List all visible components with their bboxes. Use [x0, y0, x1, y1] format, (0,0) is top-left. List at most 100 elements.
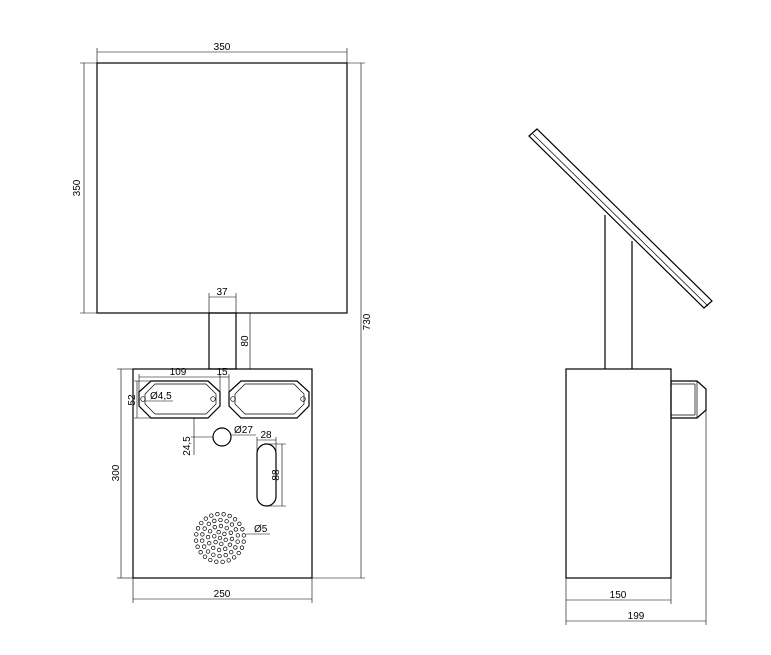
label-speaker-hole: Ø5: [254, 524, 268, 535]
speaker-hole: [213, 539, 218, 545]
dim-mount-hole: Ø4,5: [145, 391, 173, 402]
bracket-side: [670, 380, 707, 419]
speaker-hole: [205, 549, 211, 554]
speaker-hole: [208, 557, 213, 563]
dim-pole-height: 80: [236, 312, 312, 370]
label-total-depth: 199: [628, 611, 645, 622]
speaker-hole: [211, 545, 216, 551]
dim-base-height: 300: [111, 368, 133, 579]
speaker-hole: [214, 559, 219, 564]
speaker-hole: [202, 544, 207, 549]
dim-speaker-hole: Ø5: [246, 524, 270, 535]
center-hole: [212, 427, 232, 447]
dim-panel-height: 350: [72, 62, 97, 314]
speaker-hole: [241, 539, 246, 544]
speaker-hole: [239, 545, 245, 550]
speaker-hole: [202, 554, 208, 559]
speaker-hole: [233, 545, 238, 550]
label-panel-width: 350: [214, 42, 231, 53]
speaker-hole: [235, 533, 240, 538]
speaker-hole: [215, 511, 220, 517]
speaker-hole: [206, 521, 211, 527]
speaker-hole: [222, 531, 227, 537]
speaker-hole: [218, 517, 223, 523]
speaker-hole: [195, 544, 200, 549]
label-bracket-width: 109: [170, 367, 187, 378]
label-pole-height: 80: [240, 335, 251, 347]
speaker-hole: [236, 550, 241, 556]
solar-panel-front: [96, 62, 348, 314]
speaker-hole: [228, 530, 233, 535]
speaker-hole: [232, 555, 237, 560]
speaker-hole: [232, 517, 238, 522]
speaker-hole: [219, 541, 224, 546]
speaker-hole: [233, 527, 238, 532]
speaker-hole: [216, 530, 221, 535]
speaker-hole: [223, 537, 228, 542]
bracket-right: [228, 380, 310, 419]
cable-slot: [256, 443, 277, 507]
speaker-hole: [202, 526, 207, 531]
speaker-hole: [195, 526, 201, 531]
speaker-hole: [200, 532, 205, 537]
speaker-hole: [224, 525, 229, 531]
speaker-hole: [203, 516, 208, 521]
speaker-hole: [207, 541, 212, 546]
dim-bracket-height: 52: [127, 380, 151, 419]
solar-panel-side: [528, 128, 713, 309]
speaker-hole: [205, 534, 211, 540]
speaker-hole: [227, 542, 233, 547]
speaker-hole: [212, 534, 217, 539]
speaker-hole: [198, 550, 203, 555]
front-view: 350 350 37 80 730: [72, 42, 373, 603]
speaker-hole: [224, 519, 229, 524]
speaker-hole: [211, 552, 216, 557]
dim-base-depth: 150: [566, 590, 671, 601]
speaker-hole: [212, 518, 217, 524]
label-bracket-gap: 15: [216, 367, 228, 378]
speaker-hole: [193, 538, 199, 543]
dim-center-hole: Ø27: [231, 425, 256, 436]
speaker-hole: [194, 532, 199, 537]
speaker-hole: [199, 520, 204, 526]
speaker-hole: [220, 559, 225, 565]
speaker-hole: [240, 527, 245, 532]
speaker-hole: [217, 535, 223, 541]
dim-center-hole-offset: 24,5: [182, 418, 213, 456]
speaker-hole: [221, 512, 226, 517]
speaker-hole: [229, 536, 235, 542]
speaker-hole: [227, 513, 232, 519]
speaker-hole: [229, 522, 235, 527]
label-slot-height: 88: [271, 469, 282, 481]
speaker-hole: [209, 513, 214, 518]
label-panel-height: 350: [72, 179, 83, 196]
label-pole-width: 37: [216, 287, 228, 298]
label-base-height: 300: [111, 464, 122, 481]
label-slot-width: 28: [260, 430, 272, 441]
speaker-hole: [216, 547, 222, 553]
dim-total-depth: 199: [566, 611, 706, 622]
dim-slot-width: 28: [256, 430, 277, 453]
speaker-hole: [235, 539, 240, 544]
speaker-hole: [223, 552, 228, 558]
dim-bracket-width: 109: [138, 367, 221, 392]
speaker-hole: [207, 529, 213, 534]
pole-front: [208, 312, 237, 370]
label-base-depth: 150: [610, 590, 627, 601]
speaker-hole: [237, 521, 242, 526]
dim-total-height: 730: [312, 62, 373, 579]
dim-panel-width: 350: [96, 42, 348, 63]
label-center-hole: Ø27: [234, 425, 253, 436]
label-base-width: 250: [214, 589, 231, 600]
label-bracket-height: 52: [127, 394, 138, 406]
dim-base-width: 250: [132, 578, 313, 603]
speaker-hole: [226, 558, 231, 563]
speaker-hole: [212, 525, 217, 530]
base-box-side: [565, 368, 672, 579]
side-view: 150 199: [528, 128, 713, 625]
speaker-hole: [217, 553, 222, 559]
speaker-hole: [229, 549, 234, 555]
label-mount-hole: Ø4,5: [150, 391, 172, 402]
dim-slot-height: 88: [267, 443, 286, 507]
